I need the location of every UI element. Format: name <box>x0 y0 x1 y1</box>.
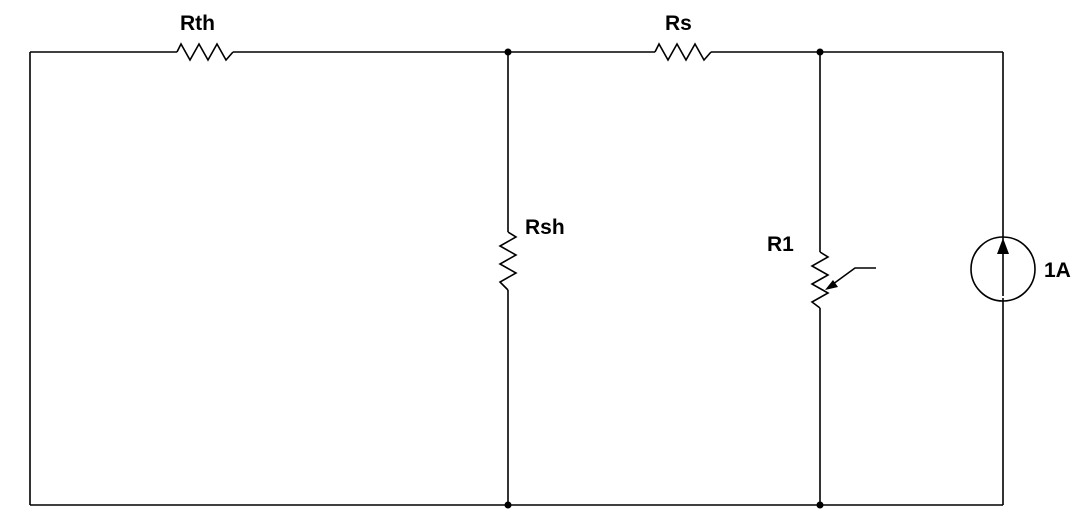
resistor-rs: Rs <box>654 12 712 62</box>
rth-label: Rth <box>180 12 215 35</box>
r1-wiper-arrowhead <box>825 280 838 290</box>
rsh-label: Rsh <box>525 216 565 239</box>
junction-bottom-left <box>504 501 512 509</box>
rsh-zigzag <box>498 231 518 291</box>
junctions <box>504 48 824 509</box>
resistor-rsh: Rsh <box>498 216 565 291</box>
variable-resistor-r1: R1 <box>767 233 876 309</box>
junction-top-right <box>816 48 824 56</box>
rs-zigzag <box>654 42 712 62</box>
rs-label: Rs <box>665 12 692 35</box>
resistor-rth: Rth <box>176 12 234 62</box>
current-source-circle <box>970 236 1036 302</box>
current-source-arrowhead <box>997 238 1009 254</box>
r1-label: R1 <box>767 233 794 256</box>
junction-top-left <box>504 48 512 56</box>
junction-bottom-right <box>816 501 824 509</box>
wires <box>29 51 1004 506</box>
r1-wiper-line <box>828 267 876 288</box>
current-source-label: 1A <box>1044 259 1071 282</box>
rth-zigzag <box>176 42 234 62</box>
current-source: 1A <box>970 236 1071 302</box>
r1-zigzag <box>810 251 830 309</box>
